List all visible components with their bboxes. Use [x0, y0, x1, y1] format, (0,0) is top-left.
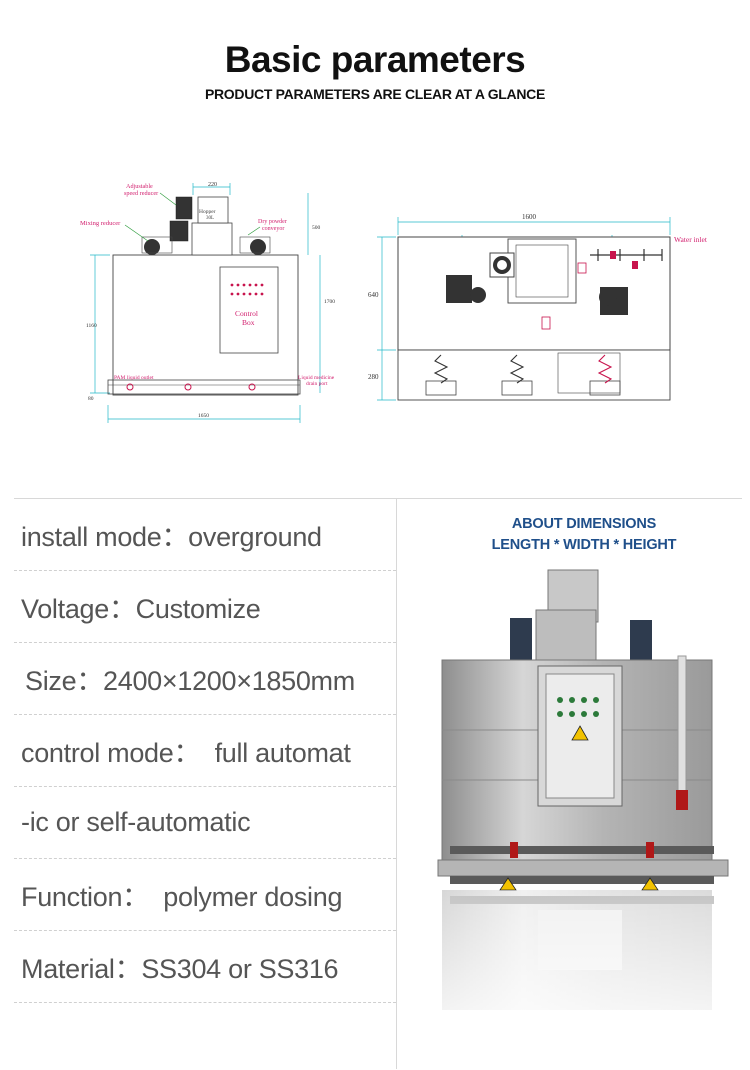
dim-depth-640: 640 [368, 291, 379, 299]
label-water-inlet: Water inlet [674, 235, 708, 244]
label-conveyor: conveyor [262, 226, 284, 232]
param-row: -ic or self-automatic [14, 787, 396, 859]
top-view-drawing: Water inlet 1600 640 280 [368, 213, 708, 401]
front-elevation-drawing: Adjustable speed reducer Hopper 30L Mixi… [80, 182, 335, 423]
param-row: Function： polymer dosing [14, 859, 396, 931]
dim-height-1160: 1160 [86, 323, 97, 329]
label-control: Control [235, 309, 258, 318]
page-title: Basic parameters [224, 39, 526, 80]
caption-line-2: LENGTH * WIDTH * HEIGHT [491, 537, 677, 553]
label-hopper: Hopper [199, 209, 216, 215]
param-row: Voltage：Customize [14, 571, 396, 643]
param-row: control mode： full automat [14, 715, 396, 787]
parameter-list: install mode：overground Voltage：Customiz… [14, 498, 396, 1070]
photo-caption: ABOUT DIMENSIONS LENGTH * WIDTH * HEIGHT [397, 514, 750, 556]
label-box: Box [242, 318, 255, 327]
product-photo [420, 569, 740, 1060]
label-drain-1: Liquid medicine [298, 375, 335, 381]
label-pam-outlet: PAM liquid outlet [114, 375, 154, 381]
dim-base-280: 280 [368, 373, 379, 381]
caption-line-1: ABOUT DIMENSIONS [511, 516, 657, 532]
label-adjustable: Adjustable [126, 183, 153, 190]
label-speed-reducer: speed reducer [124, 190, 158, 197]
column-divider [396, 498, 397, 1069]
param-row: install mode：overground [14, 499, 396, 571]
label-dry-powder: Dry powder [258, 219, 287, 225]
label-hopper-volume: 30L [206, 216, 214, 221]
dim-hopper-height: 500 [312, 225, 321, 231]
param-row: Material：SS304 or SS316 [14, 931, 396, 1003]
dim-base-80: 80 [88, 396, 94, 402]
param-row: Size：2400×1200×1850mm [14, 643, 396, 715]
photo-top-border [397, 498, 742, 499]
label-mixing-reducer: Mixing reducer [80, 220, 121, 227]
dim-top-width: 220 [208, 182, 217, 188]
label-drain-2: drain port [306, 381, 328, 387]
dim-height-1700: 1700 [324, 299, 335, 305]
dim-length-1600: 1600 [522, 213, 537, 221]
page-header: Basic parameters PRODUCT PARAMETERS ARE … [0, 38, 750, 102]
dim-width-1650: 1650 [198, 413, 209, 419]
page-subtitle: PRODUCT PARAMETERS ARE CLEAR AT A GLANCE [204, 86, 546, 102]
